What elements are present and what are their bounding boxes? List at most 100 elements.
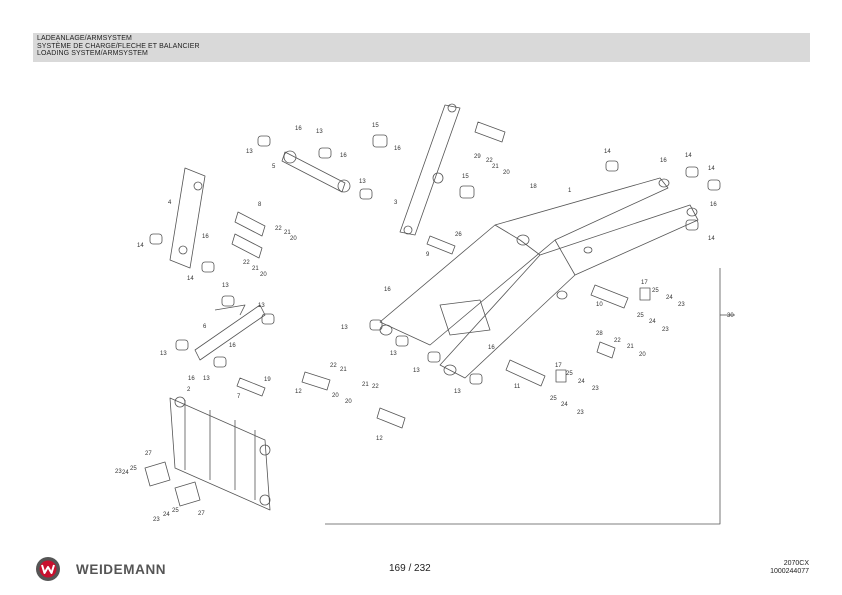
callout-13: 13 <box>359 179 366 185</box>
tilt-lever-bore-bottom <box>403 225 413 235</box>
callout-13: 13 <box>258 303 265 309</box>
hitch-bore-3 <box>259 494 271 506</box>
callout-12: 12 <box>295 389 302 395</box>
bushing <box>395 335 409 347</box>
pin-11 <box>505 359 546 387</box>
callout-1: 1 <box>568 188 572 194</box>
callout-7: 7 <box>237 394 241 400</box>
callout-16: 16 <box>488 345 495 351</box>
bushing <box>175 339 189 351</box>
callout-25: 25 <box>550 396 557 402</box>
callout-24: 24 <box>561 402 568 408</box>
callout-27: 27 <box>198 511 205 517</box>
page-indicator: 169 / 232 <box>389 563 431 574</box>
callout-23: 23 <box>678 302 685 308</box>
callout-25: 25 <box>172 508 179 514</box>
callout-20: 20 <box>290 236 297 242</box>
link-plate-bore-bottom <box>178 245 188 255</box>
callout-8: 8 <box>258 202 262 208</box>
boom-center-bracket <box>439 299 491 336</box>
callout-13: 13 <box>454 389 461 395</box>
tilt-lever-3 <box>399 104 461 236</box>
callout-13: 13 <box>160 351 167 357</box>
pin-8b <box>231 233 263 259</box>
bushing <box>685 166 699 178</box>
boom-outline-lower <box>439 204 699 379</box>
callout-21: 21 <box>252 266 259 272</box>
callout-17: 17 <box>555 363 562 369</box>
callout-5: 5 <box>272 164 276 170</box>
plate-27b <box>174 481 201 507</box>
callout-21: 21 <box>362 382 369 388</box>
pin-12b <box>376 407 406 429</box>
model-code: 2070CX 1000244077 <box>770 560 809 576</box>
callout-23: 23 <box>592 386 599 392</box>
callout-21: 21 <box>340 367 347 373</box>
bushing <box>459 185 475 199</box>
callout-22: 22 <box>243 260 250 266</box>
callout-20: 20 <box>345 399 352 405</box>
callout-24: 24 <box>163 512 170 518</box>
callout-16: 16 <box>710 202 717 208</box>
callout-25: 25 <box>652 288 659 294</box>
model-number: 2070CX <box>783 560 809 567</box>
link-plate-4 <box>169 167 206 269</box>
callout-11: 11 <box>514 384 521 390</box>
pin <box>474 121 506 143</box>
bushing <box>201 261 215 273</box>
callout-22: 22 <box>372 384 379 390</box>
pin-5-end-2 <box>337 179 351 193</box>
callout-23: 23 <box>115 469 122 475</box>
callout-20: 20 <box>639 352 646 358</box>
boom-outline-upper <box>379 177 669 346</box>
quick-hitch-frame-2 <box>169 397 271 511</box>
callout-27: 27 <box>145 451 152 457</box>
boom-crossmember-2 <box>554 239 576 276</box>
quick-hitch-ribs <box>184 400 256 500</box>
bushing <box>149 233 163 245</box>
callout-22: 22 <box>330 363 337 369</box>
bushing <box>359 188 373 200</box>
callout-13: 13 <box>203 376 210 382</box>
callout-16: 16 <box>188 376 195 382</box>
bushing <box>685 219 699 231</box>
callout-14: 14 <box>137 243 144 249</box>
bushing <box>257 135 271 147</box>
callout-labels: 1 2 3 4 5 6 7 8 9 10 11 12 12 13 13 13 1… <box>115 123 734 523</box>
callout-13: 13 <box>246 149 253 155</box>
callout-10: 10 <box>596 302 603 308</box>
bushing <box>469 373 483 385</box>
callout-24: 24 <box>122 470 129 476</box>
pin-28 <box>596 341 616 359</box>
callout-23: 23 <box>153 517 160 523</box>
boom-pivot-upper <box>658 178 670 188</box>
callout-14: 14 <box>708 166 715 172</box>
hitch-bore-2 <box>259 444 271 456</box>
bushing <box>213 356 227 368</box>
callout-12b: 12 <box>376 436 383 442</box>
callout-2: 2 <box>187 387 191 393</box>
assembly-bracket-30 <box>325 268 721 525</box>
callout-13: 13 <box>316 129 323 135</box>
title-english: LOADING SYSTEM/ARMSYSTEM <box>37 50 148 57</box>
link-plate-bore-top <box>193 181 203 191</box>
callout-16: 16 <box>295 126 302 132</box>
boom-pivot-lower <box>686 207 698 217</box>
header-bar: LADEANLAGE/ARMSYSTEM SYSTÈME DE CHARGE/F… <box>33 33 810 62</box>
callout-20: 20 <box>260 272 267 278</box>
boom-crossmember <box>494 224 541 256</box>
callout-20: 20 <box>503 170 510 176</box>
hitch-bore <box>174 396 186 408</box>
pin-10 <box>590 284 629 309</box>
link-6 <box>194 304 266 361</box>
callout-6: 6 <box>203 324 207 330</box>
callout-26: 26 <box>455 232 462 238</box>
pin-9 <box>426 235 456 255</box>
callout-14: 14 <box>685 153 692 159</box>
callout-13: 13 <box>413 368 420 374</box>
plate-27 <box>144 461 171 487</box>
callout-24: 24 <box>666 295 673 301</box>
boom-front-pivot-2 <box>443 364 457 376</box>
tilt-lever-bore-mid <box>432 172 444 184</box>
